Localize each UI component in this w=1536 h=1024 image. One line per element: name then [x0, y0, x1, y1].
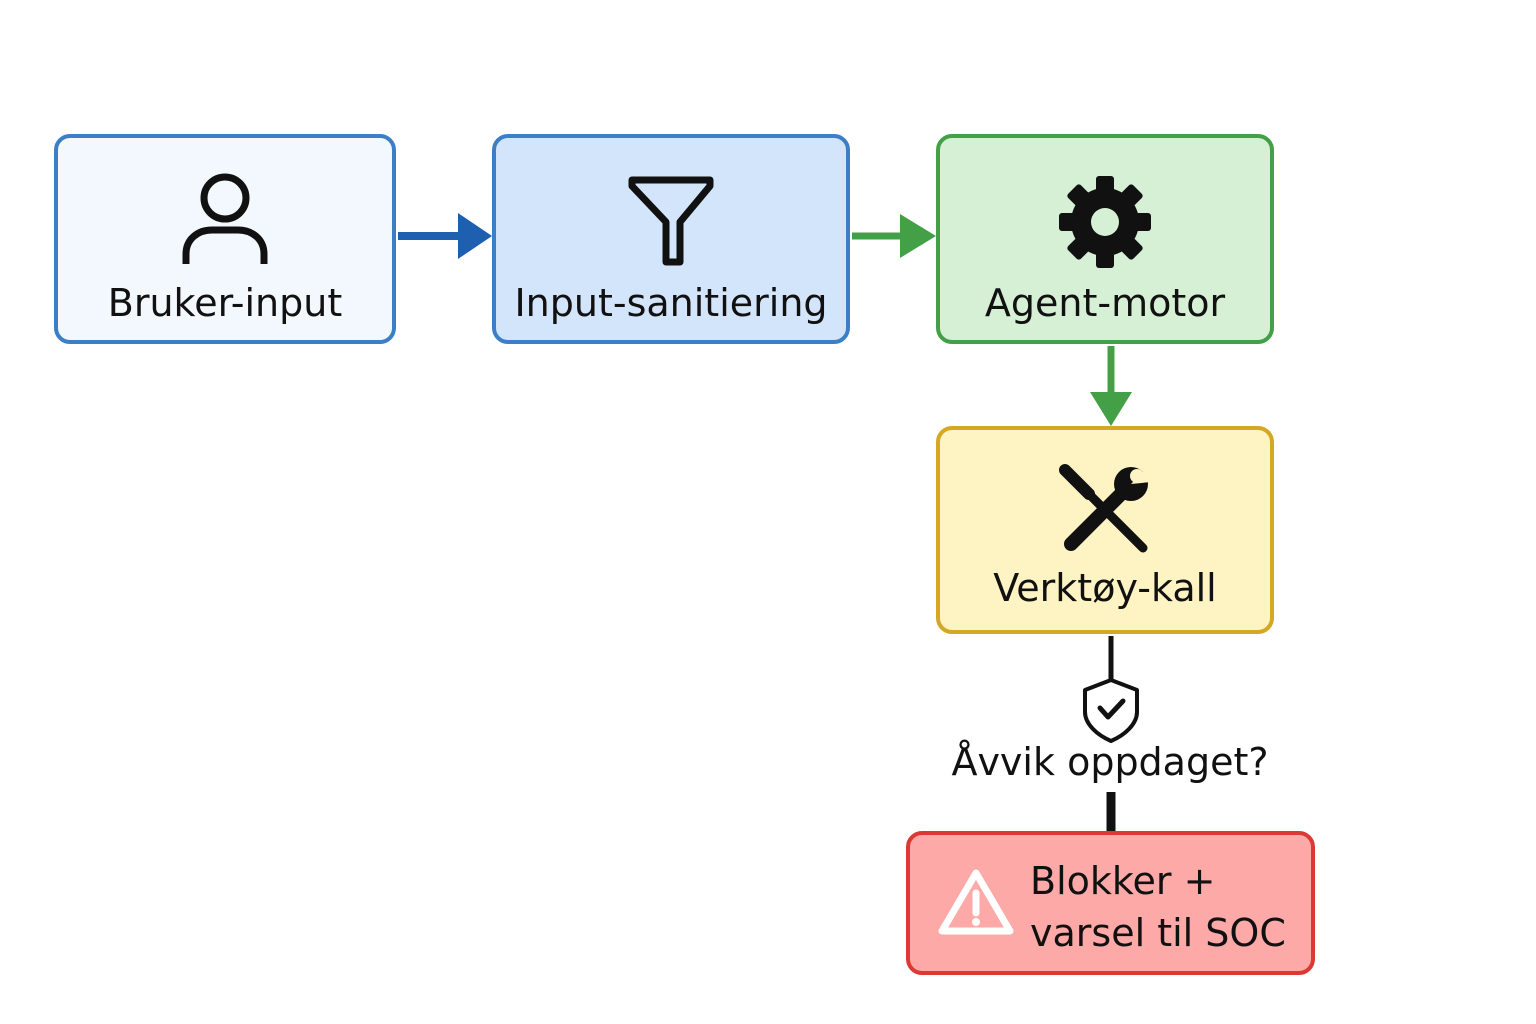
node-bruker-input: Bruker-input — [54, 134, 396, 344]
node-agent-motor: Agent-motor — [936, 134, 1274, 344]
node-blokker-varsel: Blokker + varsel til SOC — [906, 831, 1315, 975]
node-verktoy-kall: Verktøy-kall — [936, 426, 1274, 634]
node-label-line-1: Blokker + — [1030, 859, 1216, 903]
shield-check-icon — [1083, 678, 1139, 743]
warning-icon — [938, 869, 1014, 935]
edge-sanitiering-to-agent — [852, 214, 936, 258]
decision-label: Åvvik oppdaget? — [951, 740, 1269, 784]
node-label: Bruker-input — [107, 281, 343, 325]
node-label: Agent-motor — [984, 281, 1226, 325]
node-label: Verktøy-kall — [993, 566, 1217, 610]
filter-icon — [628, 176, 714, 266]
node-label: Input-sanitiering — [514, 281, 828, 325]
node-input-sanitiering: Input-sanitiering — [492, 134, 850, 344]
edge-agent-to-verktoy — [1090, 346, 1132, 426]
gear-icon — [1059, 176, 1151, 268]
tools-icon — [1059, 464, 1151, 553]
edge-bruker-to-sanitiering — [398, 213, 492, 259]
node-label-line-2: varsel til SOC — [1030, 911, 1286, 955]
node-label-multiline: Blokker + varsel til SOC — [1030, 855, 1286, 959]
user-icon — [182, 173, 268, 264]
